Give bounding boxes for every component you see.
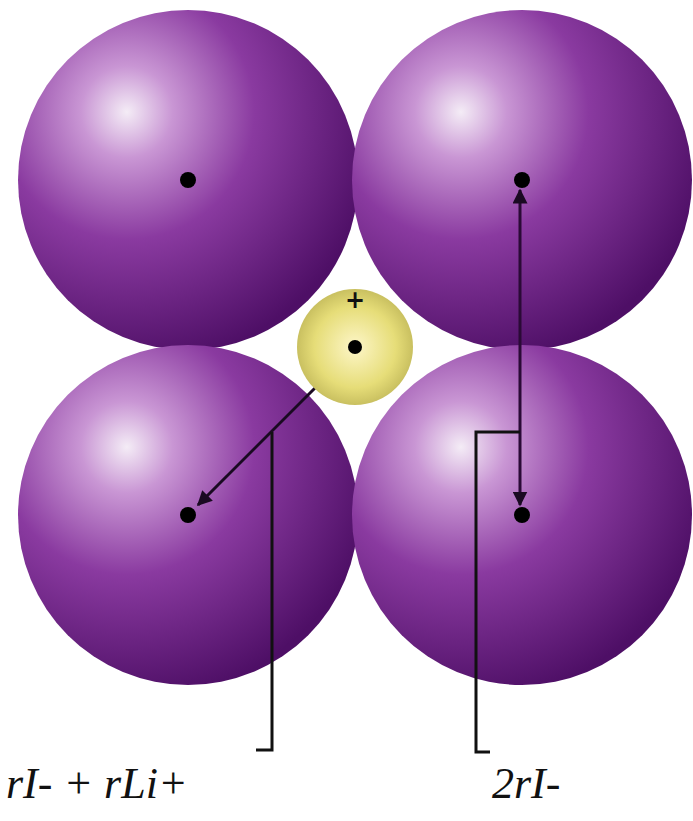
diameter-arrow <box>519 190 522 505</box>
dimension-label: 2rI- <box>492 762 560 806</box>
charge-sign: + <box>290 286 420 314</box>
center-dot <box>514 172 530 188</box>
center-dot <box>514 507 530 523</box>
iodide-sphere <box>352 345 692 685</box>
iodide-sphere <box>18 345 358 685</box>
dimension-label: rI- + rLi+ <box>6 762 188 806</box>
center-dot <box>180 172 196 188</box>
leader-line <box>476 432 520 752</box>
leader-line <box>256 432 272 750</box>
iodide-sphere <box>18 10 358 350</box>
lithium-ion-circle: + <box>290 282 420 412</box>
center-dot <box>180 507 196 523</box>
iodide-sphere <box>352 10 692 350</box>
